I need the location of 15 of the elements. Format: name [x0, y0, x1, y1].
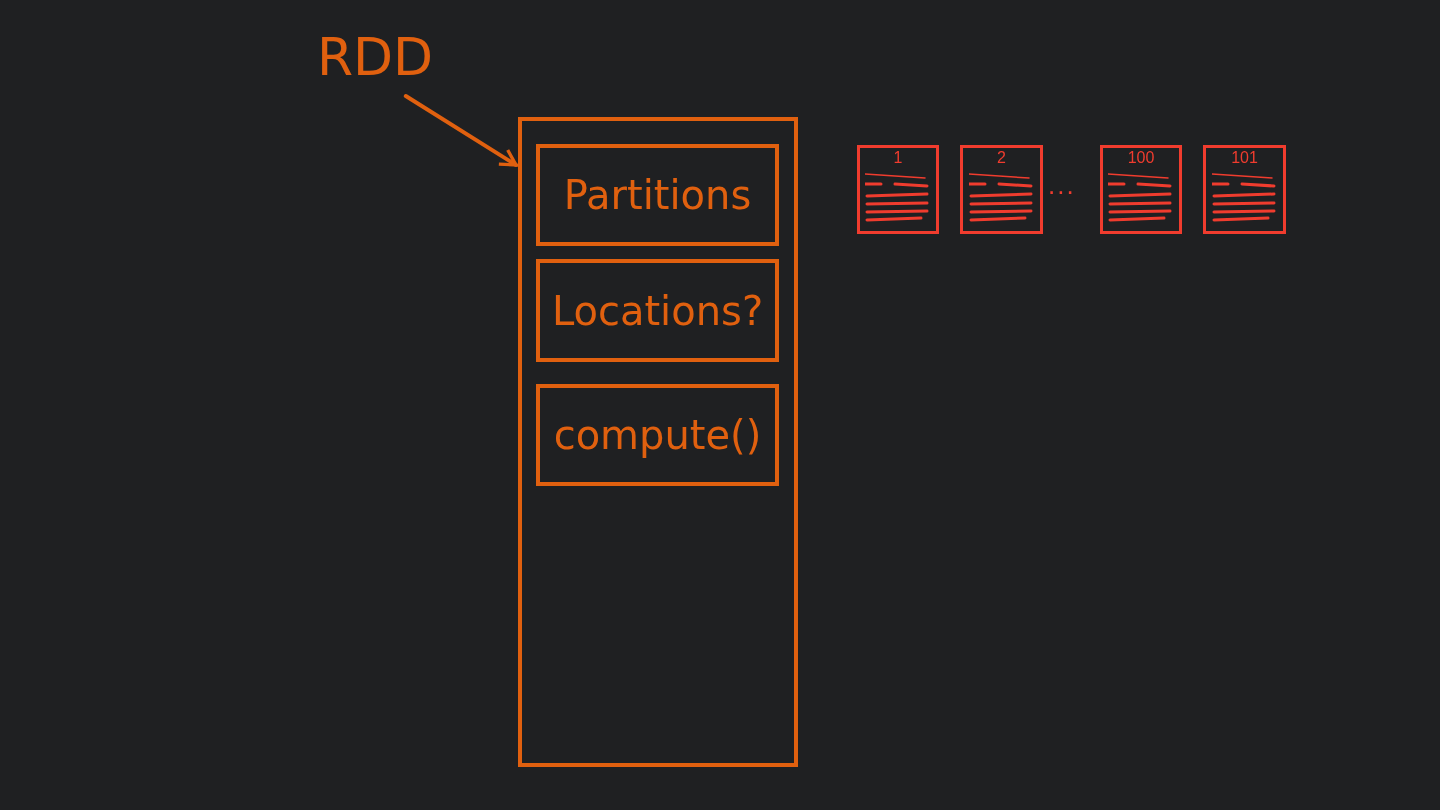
page-number: 2 — [997, 150, 1006, 166]
rdd-container — [518, 117, 798, 767]
ellipsis: ... — [1048, 172, 1076, 198]
page-number: 1 — [893, 150, 903, 166]
partition-page — [1203, 145, 1286, 234]
property-box: Locations? — [536, 259, 779, 362]
page-number: 100 — [1127, 150, 1155, 166]
property-box: compute() — [536, 384, 779, 486]
partition-page — [1100, 145, 1182, 234]
property-box: Partitions — [536, 144, 779, 246]
partition-page — [857, 145, 939, 234]
partition-page — [960, 145, 1043, 234]
page-number: 101 — [1231, 150, 1258, 166]
heading-label: RDD — [305, 22, 445, 92]
arrow — [403, 94, 518, 167]
